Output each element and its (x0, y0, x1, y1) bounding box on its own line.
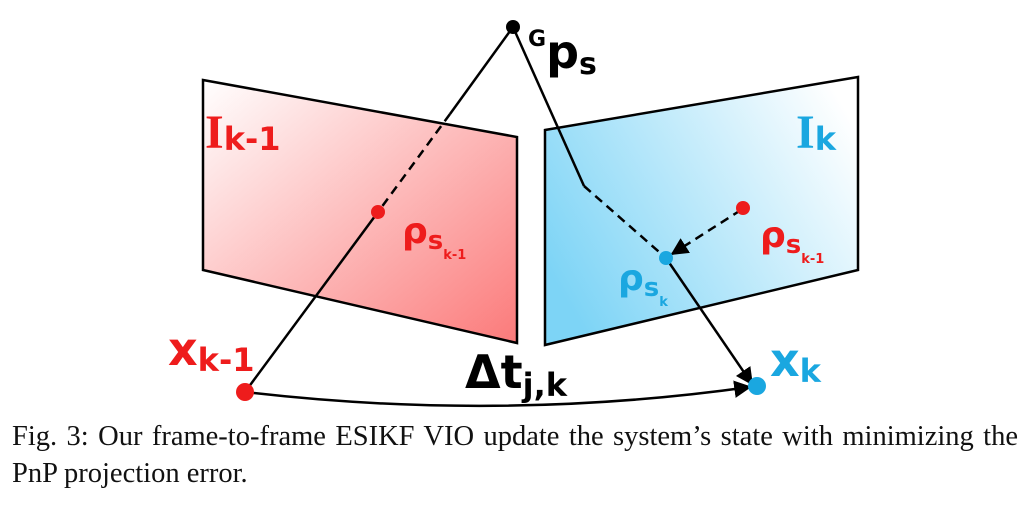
proj-prev-left-dot (371, 205, 385, 219)
state-curr-label: xk (770, 333, 822, 390)
delta-t-label: Δtj,k (465, 345, 568, 404)
proj-curr-label: ρsk (618, 258, 668, 310)
state-prev-dot (236, 383, 254, 401)
motion-arc-arrow (244, 380, 752, 408)
ray-curr-solid-top (511, 26, 586, 187)
global-point-label: Gps (528, 25, 597, 82)
figure-caption: Fig. 3: Our frame-to-frame ESIKF VIO upd… (12, 421, 1018, 489)
image-plane-curr (543, 75, 860, 347)
ray-prev-dashed (376, 113, 452, 213)
image-plane-prev (201, 78, 519, 345)
reprojection-arrow (670, 208, 742, 256)
frame-prev-label: Ik-1 (205, 106, 281, 159)
esikf-vio-diagram: Gps Ik-1 Ik ρsk-1 ρsk-1 ρsk xk-1 xk Δtj,… (168, 20, 860, 408)
proj-prev-right-dot (736, 201, 750, 215)
ray-prev-solid-top (448, 26, 515, 115)
state-prev-label: xk-1 (168, 322, 255, 379)
ray-prev-solid-bottom (243, 211, 380, 393)
ray-curr-dashed (583, 185, 667, 259)
proj-curr-dot (659, 251, 673, 265)
frame-curr-label: Ik (796, 106, 837, 159)
state-curr-dot (748, 377, 766, 395)
proj-prev-left-label: ρsk-1 (402, 211, 466, 263)
global-point-dot (506, 20, 520, 34)
ray-curr-solid-bottom (664, 257, 754, 386)
proj-prev-right-label: ρsk-1 (760, 215, 824, 267)
